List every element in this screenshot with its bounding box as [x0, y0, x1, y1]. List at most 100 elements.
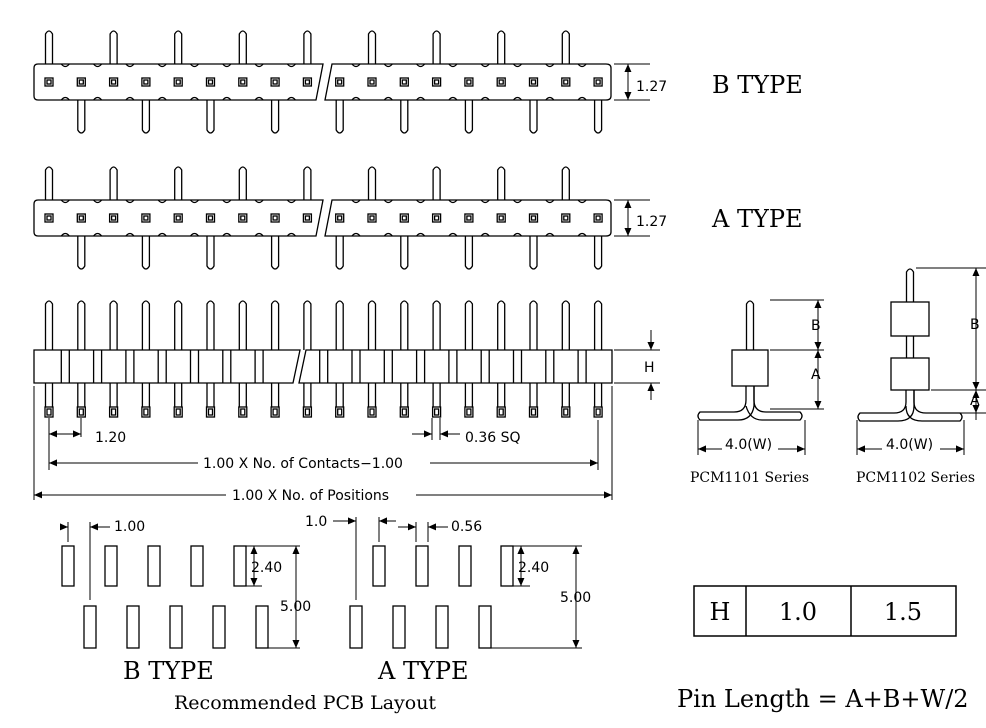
pin-down — [77, 100, 86, 134]
housing-notch — [383, 63, 393, 68]
front-pin-bottom — [270, 383, 280, 407]
front-pin-tip-inner — [240, 408, 246, 416]
housing-notch — [254, 199, 264, 204]
housing-notch — [93, 96, 103, 101]
dim-arrow — [572, 640, 580, 648]
front-separator — [383, 350, 393, 383]
pin-square-inner — [563, 215, 569, 221]
pcb-pad-a-top — [372, 545, 386, 587]
table-value-1: 1.0 — [779, 598, 817, 626]
dim-arrow — [250, 546, 258, 554]
pin-square-inner — [272, 79, 278, 85]
pcb-layout-title: Recommended PCB Layout — [174, 692, 436, 714]
pin-square-inner — [498, 215, 504, 221]
front-pin-tip — [464, 406, 474, 418]
dim-arrow — [797, 445, 805, 453]
housing-notch — [222, 232, 232, 237]
front-pin-bottom — [44, 383, 54, 407]
front-pin-bottom — [497, 383, 506, 407]
dim-arrow — [408, 523, 416, 531]
pitch-dim-a: 1.27 — [636, 214, 667, 230]
pin-square — [44, 213, 54, 223]
dim-arrow — [814, 300, 822, 308]
housing-notch — [189, 232, 200, 237]
pin-square — [496, 213, 506, 223]
housing-notch — [577, 199, 587, 204]
housing-notch — [448, 232, 458, 237]
front-pin-top — [464, 300, 474, 350]
pin-down — [77, 236, 86, 270]
housing-notch — [157, 199, 167, 204]
side1-w-label: 4.0(W) — [725, 437, 772, 453]
front-pin-tip-inner — [433, 408, 440, 416]
dim-arrow — [424, 430, 432, 438]
housing-notch — [545, 96, 555, 101]
front-separator — [189, 350, 200, 383]
pcb-pad-a-top — [500, 545, 514, 587]
pin-036-label: 0.36 SQ — [465, 430, 521, 446]
pin-square — [238, 213, 248, 223]
dim-arrow — [956, 445, 964, 453]
front-pin-tip-inner — [595, 408, 601, 416]
a-type-header-row — [33, 166, 612, 270]
pin-down — [464, 236, 474, 270]
pin-square — [173, 77, 183, 87]
dim-arrow — [73, 430, 81, 438]
dim-arrow — [972, 405, 980, 413]
dim-arrow — [517, 578, 525, 586]
housing-notch — [60, 63, 70, 68]
front-pin-top — [44, 300, 54, 350]
side2-a-label: A — [970, 393, 980, 409]
dim-arrow — [34, 491, 42, 499]
dim-arrow — [624, 200, 632, 208]
housing-notch — [351, 63, 361, 68]
pin-up — [238, 166, 247, 200]
pin-up — [109, 30, 118, 64]
side1-b-label: B — [811, 318, 821, 334]
pin-down — [529, 100, 538, 134]
housing-notch — [351, 96, 361, 101]
a-type-label: A TYPE — [711, 205, 802, 233]
dim-arrow — [647, 342, 655, 350]
pcb-pad-b-bottom — [126, 605, 140, 649]
front-separator — [415, 350, 426, 383]
front-pin-tip — [238, 406, 248, 418]
housing-notch — [577, 63, 587, 68]
pcm1101-caption: PCM1101 Series — [690, 470, 809, 486]
pcb-pad-b-top — [61, 545, 75, 587]
dim-arrow — [517, 546, 525, 554]
pitch-120-label: 1.20 — [95, 430, 126, 446]
pin-down — [206, 236, 215, 270]
front-separator — [60, 350, 70, 383]
front-pin-top — [367, 300, 377, 350]
front-pin-tip-inner — [110, 408, 117, 416]
pin-up — [367, 166, 377, 200]
side2-w-label: 4.0(W) — [886, 437, 933, 453]
pin-square-inner — [175, 215, 181, 221]
pin-up — [432, 30, 441, 64]
front-separator — [351, 350, 361, 383]
pcb-a-type-label: A TYPE — [377, 657, 468, 685]
front-pin-bottom — [238, 383, 247, 407]
pin-square — [108, 77, 119, 87]
front-pin-top — [109, 300, 118, 350]
housing-notch — [157, 96, 167, 101]
front-pin-bottom — [529, 383, 538, 407]
front-pin-top — [206, 300, 215, 350]
pin-square-inner — [110, 215, 117, 221]
front-pin-tip — [431, 406, 442, 418]
front-pin-tip — [44, 406, 54, 418]
pin-up — [303, 166, 312, 200]
front-separator — [319, 350, 329, 383]
front-separator — [222, 350, 232, 383]
front-pin-bottom — [593, 383, 603, 407]
pin-square-inner — [466, 79, 472, 85]
front-pin-tip-inner — [304, 408, 311, 416]
dim-arrow — [590, 459, 598, 467]
pin-down — [400, 100, 409, 134]
pcb-pad-b-bottom — [212, 605, 226, 649]
housing-notch — [222, 63, 232, 68]
front-pin-top — [593, 300, 603, 350]
pin-square-inner — [240, 215, 246, 221]
housing-right — [324, 199, 612, 237]
